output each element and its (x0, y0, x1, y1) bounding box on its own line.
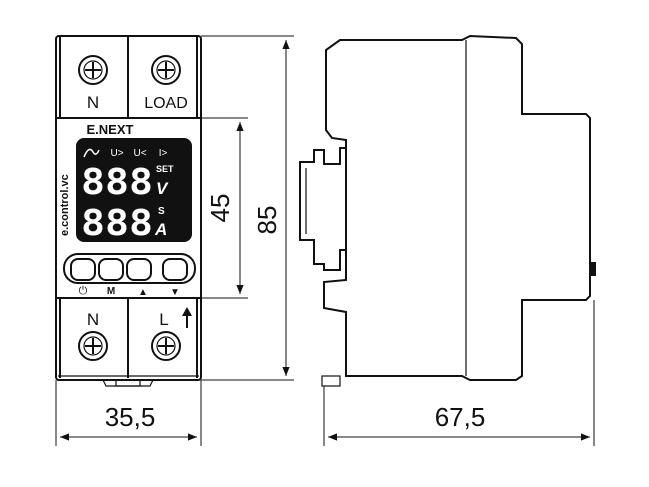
display-top-unit: V (156, 179, 169, 198)
screw-bottom-left-icon (78, 331, 108, 361)
up-button[interactable] (126, 258, 152, 281)
display-bottom-tag: S (158, 206, 165, 217)
side-text: e.control.vc (59, 174, 71, 236)
display-screen (76, 138, 192, 242)
side-dimensions: 67,5 (323, 300, 595, 446)
side-clip (321, 375, 341, 387)
bottom-left-label: N (87, 310, 99, 329)
button-strip (63, 253, 196, 284)
indicator-row: U> U< I> (83, 148, 168, 159)
top-left-label: N (87, 93, 99, 112)
indicator-u-under: U< (133, 148, 146, 159)
top-terminal-block (59, 36, 198, 118)
dim-width-front: 35,5 (105, 402, 156, 432)
screw-top-right-icon (151, 55, 181, 85)
power-button[interactable] (70, 258, 96, 281)
din-rail (299, 147, 346, 271)
display-top-value: 888 (81, 162, 153, 203)
down-arrow-icon: ▼ (170, 287, 180, 298)
mode-label: M (107, 286, 115, 297)
side-view (299, 34, 596, 387)
screw-bottom-right-icon (151, 331, 181, 361)
dim-depth-side: 67,5 (435, 402, 486, 432)
wave-icon (83, 148, 100, 158)
dim-height-panel: 45 (205, 194, 235, 223)
side-nub (590, 262, 596, 276)
dim-height-total: 85 (252, 206, 282, 235)
mode-button[interactable] (98, 258, 124, 281)
up-arrow-icon (182, 307, 192, 328)
power-icon: ⏻ (79, 285, 88, 297)
up-arrow-icon: ▲ (138, 287, 148, 298)
brand-logo: E.NEXT (87, 122, 134, 137)
indicator-u-over: U> (110, 148, 123, 159)
display-bottom-unit: A (154, 220, 167, 239)
screw-top-left-icon (78, 55, 108, 85)
bottom-right-label: L (159, 310, 168, 329)
front-dimensions: 85 45 35,5 (55, 35, 294, 446)
side-profile (323, 34, 591, 381)
display-bottom-value: 888 (81, 203, 153, 244)
indicator-i-over: I> (159, 148, 168, 159)
top-right-label: LOAD (144, 95, 188, 112)
bottom-terminal-block (59, 298, 198, 378)
front-view: N LOAD E.NEXT e.control.vc U> U< I> 888 … (55, 35, 202, 387)
down-button[interactable] (162, 258, 188, 281)
display-top-tag: SET (156, 164, 174, 174)
